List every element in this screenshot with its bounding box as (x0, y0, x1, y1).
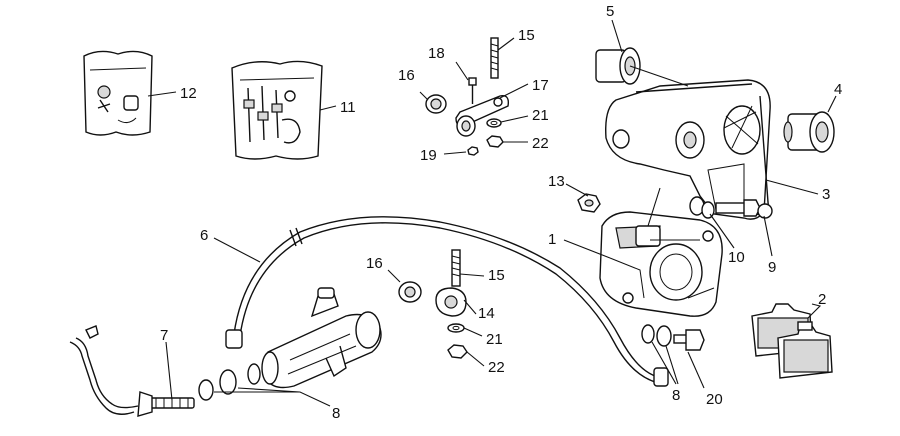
callout-22-upper: 22 (532, 135, 549, 152)
callout-18: 18 (428, 45, 445, 62)
callout-2: 2 (818, 291, 826, 308)
piston-kit-bag (231, 60, 323, 160)
callout-16-upper: 16 (398, 67, 415, 84)
callout-labels: 1 2 3 4 5 6 7 8 8 9 10 11 12 13 14 15 15… (160, 3, 842, 422)
callout-21-upper: 21 (532, 107, 549, 124)
seal-kit-bag (83, 50, 153, 136)
callout-3: 3 (822, 186, 830, 203)
rear-brake-caliper (599, 211, 723, 317)
callout-20: 20 (706, 391, 723, 408)
callout-15-lower: 15 (488, 267, 505, 284)
callout-19: 19 (420, 147, 437, 164)
callout-7: 7 (160, 327, 168, 344)
brake-pads (751, 303, 833, 379)
callout-12: 12 (180, 85, 197, 102)
callout-11: 11 (340, 99, 356, 116)
callout-5: 5 (606, 3, 614, 20)
callout-8-right: 8 (672, 387, 680, 404)
callout-9: 9 (768, 259, 776, 276)
lower-mounting-hardware (398, 249, 468, 359)
callout-15-upper: 15 (518, 27, 535, 44)
master-cylinder (69, 287, 382, 417)
callout-6: 6 (200, 227, 208, 244)
callout-17: 17 (532, 77, 549, 94)
callout-14: 14 (478, 305, 495, 322)
caliper-banjo-hardware (641, 324, 705, 351)
callout-8-left: 8 (332, 405, 340, 422)
callout-21-lower: 21 (486, 331, 503, 348)
callout-13: 13 (548, 173, 565, 190)
callout-4: 4 (834, 81, 842, 98)
brake-hose (225, 216, 669, 387)
callout-10: 10 (728, 249, 745, 266)
upper-mounting-hardware (425, 37, 510, 156)
caliper-bracket-assembly (577, 47, 835, 220)
leader-lines (147, 19, 837, 407)
callout-1: 1 (548, 231, 556, 248)
callout-22-lower: 22 (488, 359, 505, 376)
callout-16-lower: 16 (366, 255, 383, 272)
